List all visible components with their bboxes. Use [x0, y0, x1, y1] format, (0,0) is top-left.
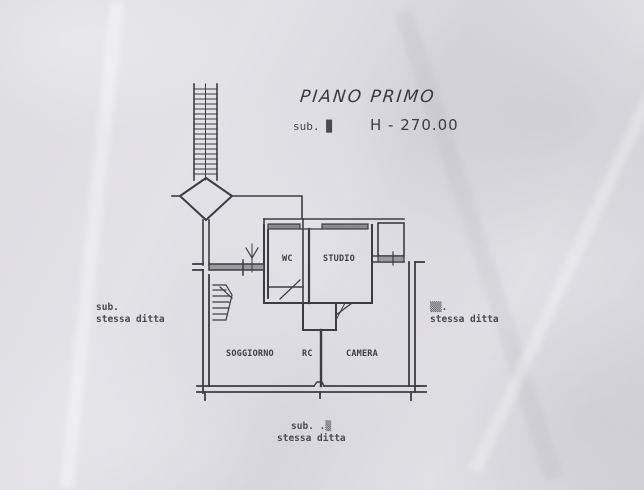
external-staircase	[193, 83, 218, 181]
neighbor-left-note: sub. stessa ditta	[96, 302, 165, 326]
sub-label: sub. ▉	[293, 120, 333, 133]
stair-landing	[178, 176, 234, 222]
ceiling-height-label: H - 270.00	[370, 116, 459, 134]
neighbor-left-sub: sub.	[96, 302, 119, 313]
neighbor-right-note: ▒▒. stessa ditta	[430, 302, 499, 326]
neighbor-bottom-owner: stessa ditta	[277, 433, 346, 444]
left-passage	[208, 243, 265, 276]
room-label-studio: STUDIO	[323, 254, 355, 264]
central-walls	[302, 302, 353, 388]
neighbor-bottom-note: sub. .▒ stessa ditta	[277, 421, 346, 445]
neighbor-bottom-sub: sub. .▒	[291, 421, 332, 432]
neighbor-right-owner: stessa ditta	[430, 314, 499, 325]
room-label-soggiorno: SOGGIORNO	[226, 349, 274, 359]
neighbor-right-sub: ▒▒.	[430, 302, 448, 313]
room-label-rc: RC	[302, 349, 313, 359]
neighbor-left-owner: stessa ditta	[96, 314, 165, 325]
room-label-camera: CAMERA	[346, 349, 378, 359]
room-label-wc: WC	[282, 254, 293, 264]
outer-walls	[192, 261, 427, 401]
internal-staircase	[212, 284, 233, 321]
floor-title: PIANO PRIMO	[298, 87, 437, 107]
